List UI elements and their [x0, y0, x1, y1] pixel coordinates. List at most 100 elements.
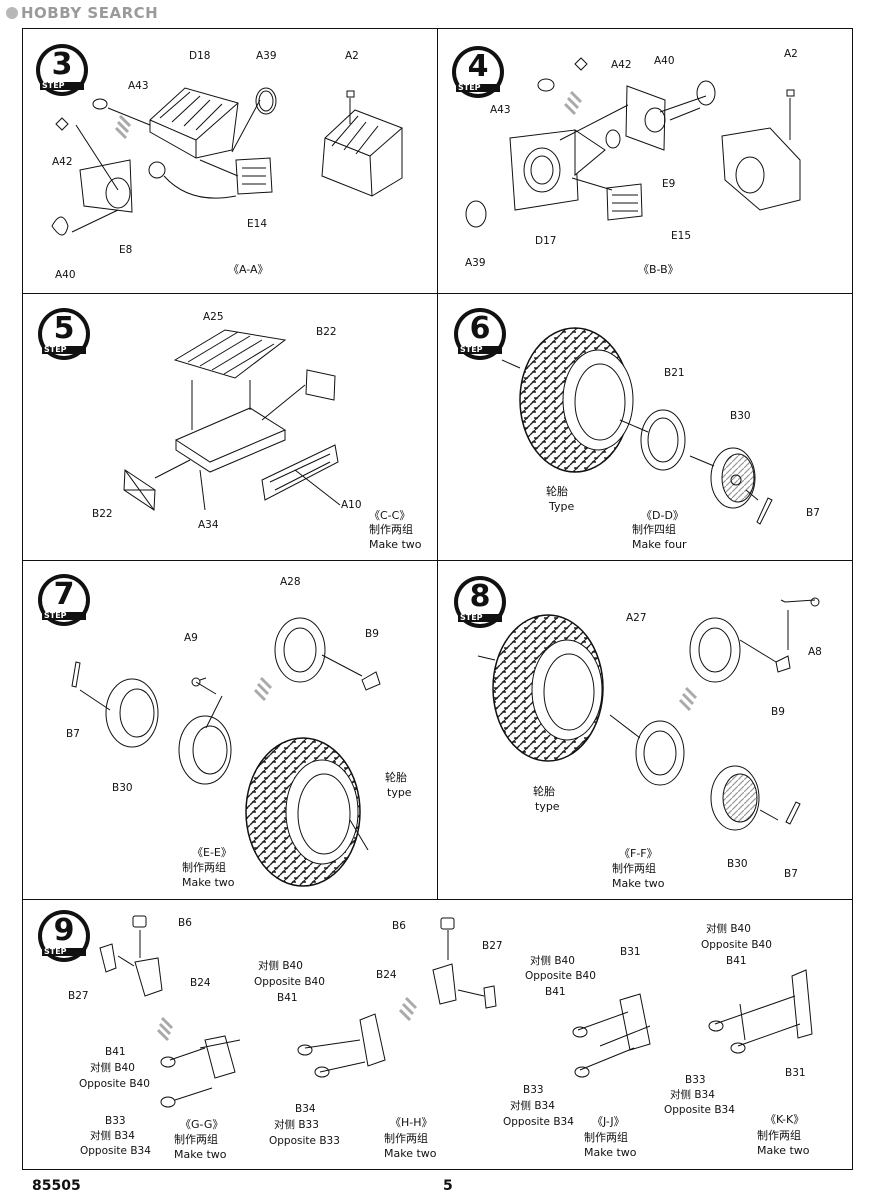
- tyre-label-en: type: [387, 786, 412, 799]
- part-label: B9: [771, 706, 785, 718]
- step7-number: 7: [53, 577, 75, 612]
- step7-word: STEP: [44, 611, 67, 620]
- part-label: B41: [105, 1046, 126, 1058]
- part-label: B27: [482, 940, 503, 952]
- part-label: D18: [189, 50, 211, 62]
- part-label: B31: [785, 1067, 806, 1079]
- watermark-text: HOBBY SEARCH: [21, 4, 159, 22]
- part-label: B22: [92, 508, 113, 520]
- part-label: 对侧 B40: [530, 955, 575, 967]
- part-label: B24: [376, 969, 397, 981]
- make-count-cn: 制作两组: [612, 862, 656, 875]
- tyre-label-en: Type: [549, 500, 575, 513]
- make-count-en: Make two: [174, 1148, 227, 1161]
- part-label: A42: [611, 59, 632, 71]
- part-label: B41: [277, 992, 298, 1004]
- part-label: B30: [730, 410, 751, 422]
- part-label: Opposite B40: [701, 939, 772, 951]
- make-count-cn: 制作两组: [182, 861, 226, 874]
- view-caption: 《H-H》: [390, 1116, 433, 1129]
- part-label: 对侧 B40: [90, 1062, 135, 1074]
- view-caption: 《G-G》: [180, 1118, 224, 1131]
- part-label: B30: [112, 782, 133, 794]
- step7-art: [71, 617, 381, 887]
- part-label: E8: [119, 244, 133, 256]
- make-count-cn: 制作四组: [632, 523, 676, 536]
- make-count-cn: 制作两组: [384, 1132, 428, 1145]
- part-label: A42: [52, 156, 73, 168]
- product-code: 85505: [32, 1178, 81, 1194]
- make-count-cn: 制作两组: [369, 523, 413, 536]
- step5-badge: 5 STEP: [36, 306, 92, 362]
- part-label: A8: [808, 646, 822, 658]
- part-label: A28: [280, 576, 301, 588]
- step8-art: [477, 597, 820, 831]
- step8-number: 8: [469, 579, 491, 614]
- part-label: A43: [490, 104, 511, 116]
- part-label: B21: [664, 367, 685, 379]
- part-label: B9: [365, 628, 379, 640]
- view-caption: 《K-K》: [765, 1113, 805, 1126]
- part-label: E15: [671, 230, 691, 242]
- make-count-cn: 制作两组: [584, 1131, 628, 1144]
- step9-badge: 9 STEP: [36, 908, 92, 964]
- view-caption: 《F-F》: [619, 847, 658, 860]
- part-label: A40: [55, 269, 76, 281]
- step8-badge: 8 STEP: [452, 574, 508, 630]
- view-caption: 《J-J》: [592, 1115, 625, 1128]
- step5-word: STEP: [44, 345, 67, 354]
- part-label: Opposite B34: [664, 1104, 735, 1116]
- step4-number: 4: [467, 49, 489, 84]
- part-label: A40: [654, 55, 675, 67]
- step9-art: [99, 915, 813, 1108]
- part-label: A43: [128, 80, 149, 92]
- part-label: A27: [626, 612, 647, 624]
- make-count-en: Make two: [584, 1146, 637, 1159]
- view-caption: 《C-C》: [369, 509, 411, 522]
- step9-word: STEP: [44, 947, 67, 956]
- part-label: B41: [545, 986, 566, 998]
- part-label: Opposite B40: [254, 976, 325, 988]
- make-count-cn: 制作两组: [757, 1129, 801, 1142]
- part-label: Opposite B34: [503, 1116, 574, 1128]
- view-caption: 《D-D》: [641, 509, 684, 522]
- part-label: E9: [662, 178, 676, 190]
- make-count-en: Make four: [632, 538, 687, 551]
- part-label: 对侧 B34: [510, 1100, 555, 1112]
- part-label: B7: [806, 507, 820, 519]
- step5-number: 5: [53, 311, 75, 346]
- make-count-en: Make two: [384, 1147, 437, 1160]
- tyre-label-cn: 轮胎: [546, 485, 568, 498]
- step3-badge: 3 STEP: [34, 42, 90, 98]
- part-label: 对侧 B34: [670, 1089, 715, 1101]
- step4-art: [465, 57, 801, 228]
- part-label: Opposite B40: [79, 1078, 150, 1090]
- part-label: B22: [316, 326, 337, 338]
- make-count-cn: 制作两组: [174, 1133, 218, 1146]
- step7-badge: 7 STEP: [36, 572, 92, 628]
- part-label: B24: [190, 977, 211, 989]
- part-label: B41: [726, 955, 747, 967]
- part-label: B27: [68, 990, 89, 1002]
- view-caption: 《B-B》: [638, 263, 679, 276]
- step8-word: STEP: [460, 613, 483, 622]
- part-label: A34: [198, 519, 219, 531]
- step9-number: 9: [53, 913, 75, 948]
- part-label: B33: [685, 1074, 706, 1086]
- part-label: B33: [105, 1115, 126, 1127]
- step6-art: [501, 327, 773, 525]
- part-label: Opposite B33: [269, 1135, 340, 1147]
- part-label: A10: [341, 499, 362, 511]
- part-label: 对侧 B33: [274, 1119, 319, 1131]
- step4-word: STEP: [458, 83, 481, 92]
- step3-art: [51, 87, 403, 236]
- tyre-label-en: type: [535, 800, 560, 813]
- part-label: B31: [620, 946, 641, 958]
- part-label: B33: [523, 1084, 544, 1096]
- step6-badge: 6 STEP: [452, 306, 508, 362]
- part-label: 对侧 B34: [90, 1130, 135, 1142]
- part-label: B6: [392, 920, 406, 932]
- part-label: D17: [535, 235, 557, 247]
- step5-art: [123, 329, 341, 511]
- step9-panel: [22, 899, 853, 1170]
